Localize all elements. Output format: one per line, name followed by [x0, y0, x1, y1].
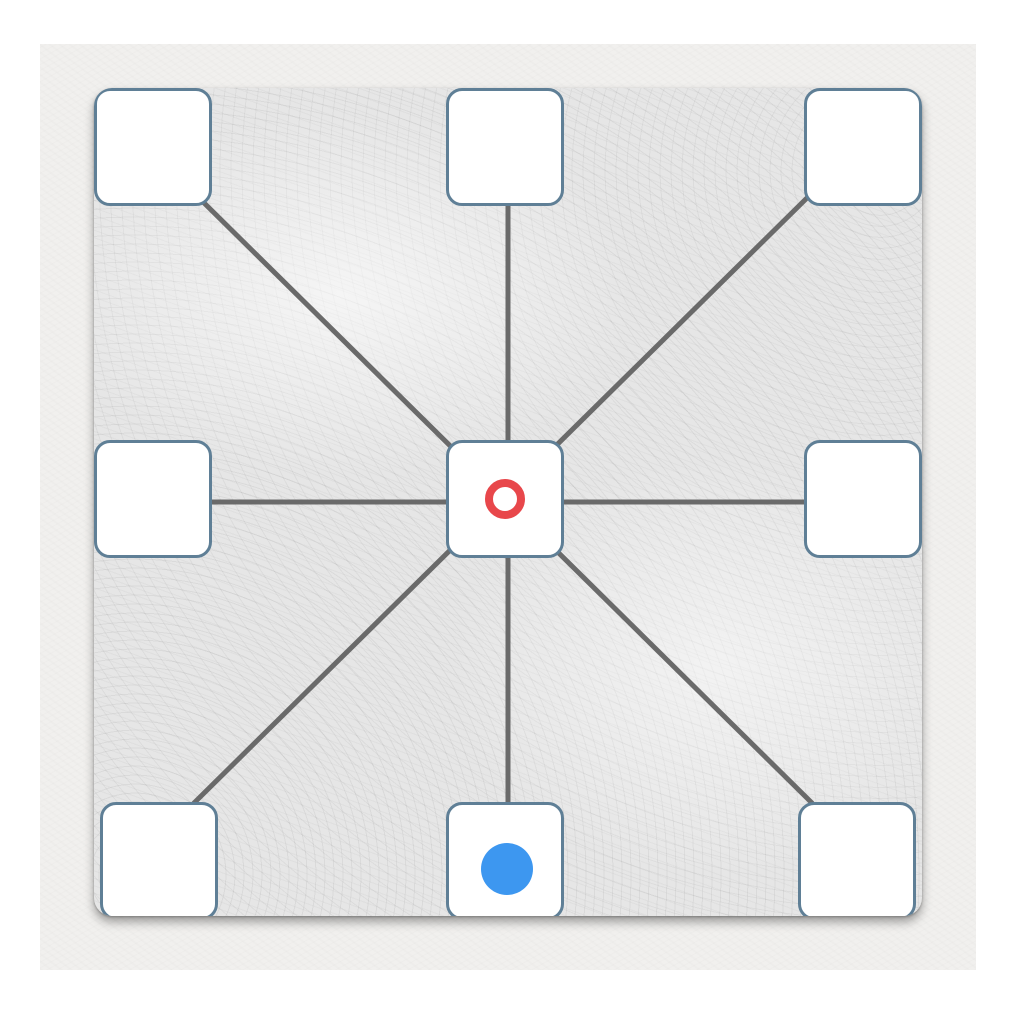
player-piece-dot[interactable] — [481, 843, 533, 895]
cell-right[interactable] — [804, 440, 922, 558]
opponent-piece-ring — [485, 479, 525, 519]
cell-top-right[interactable] — [804, 88, 922, 206]
cell-center[interactable] — [446, 440, 564, 558]
cell-bottom[interactable] — [446, 802, 564, 916]
cell-top-left[interactable] — [94, 88, 212, 206]
cell-top[interactable] — [446, 88, 564, 206]
game-board — [94, 88, 922, 916]
cell-left[interactable] — [94, 440, 212, 558]
cell-bottom-left[interactable] — [100, 802, 218, 916]
cell-bottom-right[interactable] — [798, 802, 916, 916]
